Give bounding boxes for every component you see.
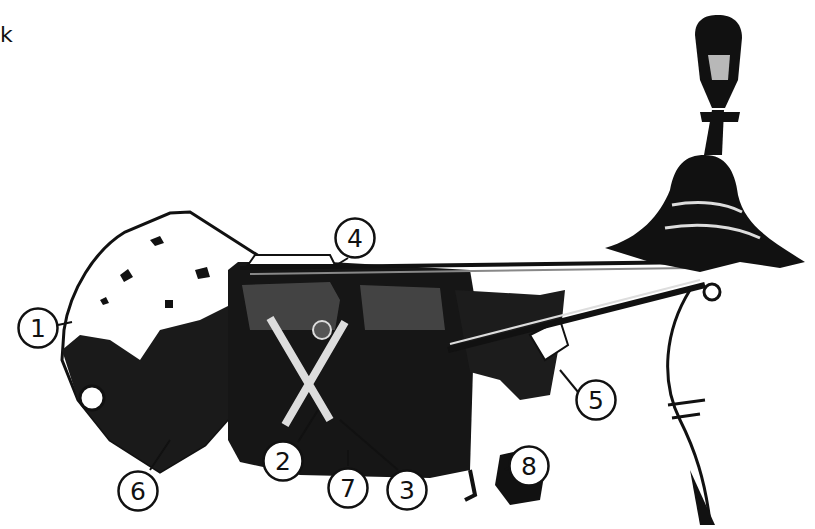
- callout-circle: 5: [575, 379, 617, 421]
- shift-boot: [605, 155, 805, 272]
- callout-circle-shape: [577, 381, 616, 420]
- callout-number: 4: [347, 226, 363, 251]
- callout-number: 6: [130, 479, 146, 504]
- boot-folds: [665, 203, 760, 238]
- shift-rod: [240, 262, 700, 268]
- callout-number: 2: [275, 449, 291, 474]
- leader-line: [335, 258, 348, 266]
- bolt-boss: [80, 386, 104, 410]
- page-letter: k: [0, 22, 13, 47]
- casting-marks: [100, 236, 210, 308]
- gearbox-case: [228, 262, 475, 478]
- callout-number: 8: [521, 454, 537, 479]
- callout-circle: 2: [262, 440, 304, 482]
- callout-circle-shape: [336, 219, 375, 258]
- callout-number: 3: [399, 478, 415, 503]
- case-plug: [313, 321, 331, 339]
- cable-clip: [668, 400, 705, 418]
- drain-bracket: [465, 470, 475, 500]
- case-ribs: [270, 318, 345, 425]
- callout-circle-shape: [264, 442, 303, 481]
- lever-collar: [700, 112, 740, 122]
- callout-circle-shape: [510, 447, 549, 486]
- cable: [668, 290, 710, 522]
- callout-circle: 4: [334, 217, 376, 259]
- callout-circle-shape: [388, 471, 427, 510]
- callout-circle-shape: [119, 472, 158, 511]
- callout-circle-shape: [19, 309, 58, 348]
- bellhousing-shadow: [62, 300, 245, 472]
- shift-knob: [695, 15, 742, 108]
- callout-circle: 1: [17, 307, 59, 349]
- callout-circle: 8: [508, 445, 550, 487]
- callout-circle: 3: [386, 469, 428, 511]
- callout-number: 5: [588, 388, 604, 413]
- leader-line: [150, 440, 170, 470]
- callout-number: 1: [30, 316, 46, 341]
- leader-line: [298, 410, 318, 442]
- linkage-arm: [448, 285, 705, 350]
- cable-end: [690, 470, 715, 525]
- linkage-arm: [450, 280, 700, 344]
- leader-line: [340, 420, 398, 470]
- pivot: [704, 284, 720, 300]
- top-cover: [248, 255, 335, 265]
- callout-number: 7: [340, 476, 356, 501]
- callout-circle-shape: [329, 469, 368, 508]
- leader-line: [58, 322, 72, 325]
- leader-line: [560, 370, 578, 392]
- shift-rod: [250, 268, 690, 274]
- callout-circle: 6: [117, 470, 159, 512]
- leader-line: [347, 450, 349, 466]
- knob-highlight: [708, 55, 730, 80]
- callout-circle: 7: [327, 467, 369, 509]
